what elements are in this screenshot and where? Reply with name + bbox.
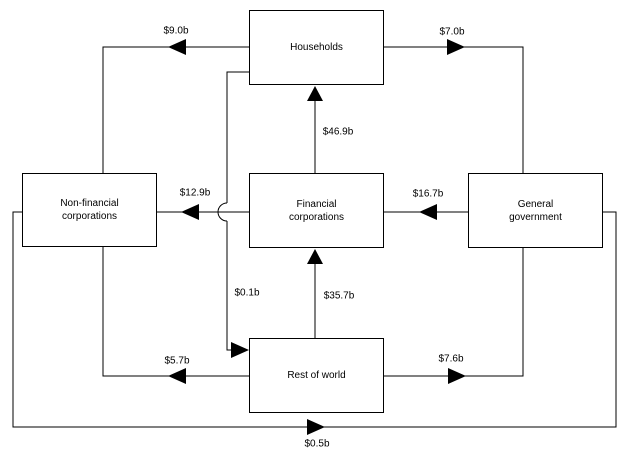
flow-row-to-gg-line [384,248,524,377]
node-general-government-label: General government [509,198,562,223]
flow-households-to-row-hop [217,202,228,222]
flow-row-to-fc-arrowhead [307,249,323,264]
flow-label-fc-to-nfc: $12.9b [178,187,212,199]
flow-fc-to-households-arrowhead [307,86,323,101]
flow-label-nfc-to-gg: $0.5b [303,438,331,450]
flow-fc-to-nfc-arrowhead [181,204,199,220]
flow-households-to-nfc-arrowhead [168,39,186,55]
flow-label-households-to-nfc: $9.0b [162,25,190,37]
flow-label-households-to-gg: $7.0b [438,26,466,38]
node-general-government: General government [468,173,603,248]
flow-households-to-nfc-line [102,46,249,173]
flow-nfc-to-gg-arrowhead [307,419,325,435]
node-households: Households [249,10,384,85]
flow-row-to-nfc-line [102,247,249,377]
flow-label-fc-to-households: $46.9b [321,126,355,138]
flow-label-gg-to-fc: $16.7b [411,188,445,200]
node-rest-of-world: Rest of world [249,338,384,413]
node-non-financial-corporations: Non-financial corporations [22,173,157,247]
flow-label-row-to-fc: $35.7b [322,290,356,302]
node-financial-corporations-label: Financial corporations [288,198,345,223]
flow-households-to-row-line-upper [226,71,249,203]
node-households-label: Households [290,42,343,53]
flow-households-to-row-line-lower [226,221,235,351]
node-non-financial-corporations-label: Non-financial corporations [60,198,119,222]
node-financial-corporations: Financial corporations [249,173,384,248]
flow-label-households-to-row: $0.1b [233,287,261,299]
flow-row-to-gg-arrowhead [448,368,466,384]
flow-households-to-gg-line [384,46,524,173]
node-rest-of-world-label: Rest of world [287,370,346,381]
flow-households-to-row-arrowhead [231,342,249,358]
flow-label-row-to-gg: $7.6b [437,353,465,365]
flow-label-row-to-nfc: $5.7b [163,355,191,367]
flow-households-to-gg-arrowhead [447,39,465,55]
flow-gg-to-fc-arrowhead [419,204,437,220]
flow-row-to-nfc-arrowhead [168,368,186,384]
